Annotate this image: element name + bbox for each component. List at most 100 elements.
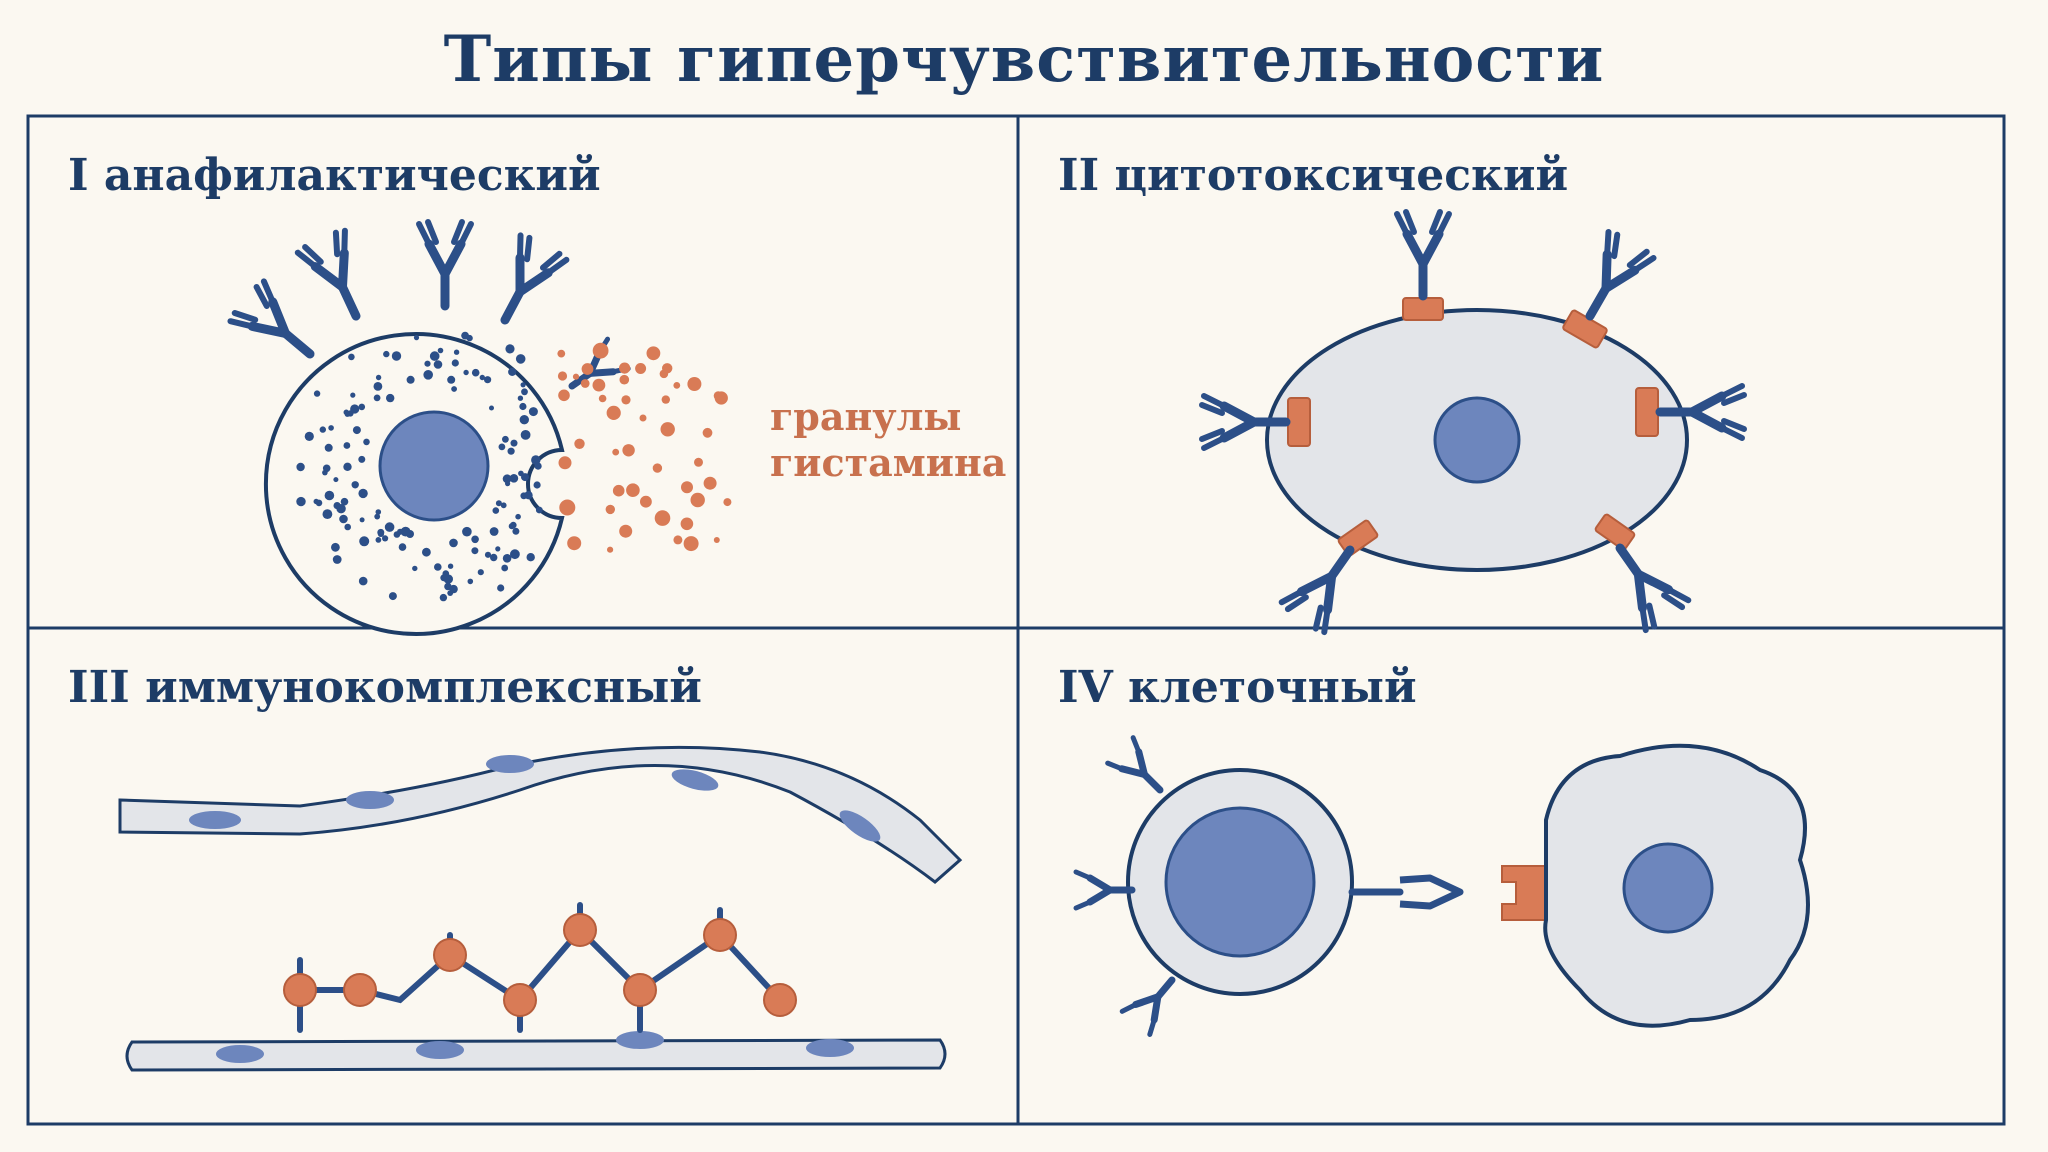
granule-dot	[443, 574, 453, 584]
granules-label-line1: гранулы	[770, 394, 962, 439]
granule-dot	[447, 375, 456, 384]
released-granule	[612, 484, 625, 497]
granule-dot	[384, 522, 395, 532]
granule-dot	[296, 462, 305, 472]
granule-dot	[388, 592, 397, 601]
granule-dot	[328, 425, 334, 431]
granule-dot	[434, 563, 442, 571]
granule-dot	[393, 531, 401, 538]
granules-label: гранулы гистамина	[770, 394, 1006, 486]
granule-dot	[348, 353, 355, 361]
released-granule	[592, 378, 606, 392]
panel-label-type-ii: II цитотоксический	[1058, 150, 1569, 201]
granule-dot	[359, 536, 370, 547]
granule-dot	[451, 386, 457, 392]
granule-dot	[423, 370, 434, 380]
granule-dot	[339, 514, 348, 524]
released-granule	[714, 391, 728, 405]
target-antigen	[1501, 865, 1547, 921]
granule-dot	[350, 404, 360, 414]
granule-dot	[497, 584, 505, 592]
granule-dot	[449, 538, 458, 548]
granule-dot	[519, 415, 529, 425]
granule-dot	[510, 439, 518, 447]
released-granule	[680, 517, 694, 531]
granule-dot	[484, 376, 492, 384]
released-granule	[687, 377, 702, 391]
granule-dot	[344, 523, 352, 531]
granule-dot	[343, 442, 351, 449]
t-cell-nucleus	[1164, 806, 1316, 958]
granule-dot	[359, 517, 365, 523]
granule-dot	[374, 513, 381, 520]
released-granule	[592, 342, 609, 359]
mast-cell	[263, 331, 565, 636]
released-granule	[652, 463, 663, 473]
granule-dot	[413, 335, 420, 341]
mast-cell-nucleus	[378, 410, 490, 522]
granule-dot	[358, 488, 368, 499]
released-granule	[574, 438, 585, 449]
granule-dot	[358, 403, 366, 411]
granule-dot	[517, 395, 524, 401]
granule-dot	[382, 535, 389, 542]
granule-dot	[515, 354, 526, 364]
granule-dot	[398, 543, 407, 551]
granule-dot	[377, 530, 385, 537]
granule-dot	[322, 464, 331, 473]
granule-dot	[400, 526, 411, 537]
granule-dot	[433, 360, 443, 369]
granule-dot	[324, 443, 333, 452]
released-granule	[673, 535, 683, 545]
granule-dot	[519, 402, 527, 411]
granule-dot	[437, 347, 444, 354]
granule-dot	[332, 555, 342, 564]
panel-label-type-iii: III иммунокомплексный	[68, 662, 702, 713]
granule-dot	[534, 462, 542, 470]
granule-dot	[375, 374, 382, 381]
released-granule	[580, 379, 590, 388]
granule-dot	[526, 553, 535, 562]
granule-dot	[358, 455, 366, 463]
granule-dot	[471, 535, 479, 544]
granule-dot	[521, 388, 528, 396]
granule-dot	[477, 569, 484, 576]
granule-dot	[462, 526, 472, 537]
granule-dot	[375, 537, 382, 543]
released-granule	[639, 414, 647, 422]
released-granule	[681, 481, 693, 494]
released-granule	[619, 374, 630, 385]
granule-dot	[502, 435, 509, 443]
granule-dot	[498, 443, 506, 451]
granule-dot	[333, 477, 339, 483]
granule-dot	[319, 426, 326, 433]
granule-dot	[373, 382, 383, 391]
granule-dot	[489, 527, 499, 536]
released-granule	[723, 498, 732, 507]
granule-dot	[363, 438, 370, 446]
vessel-lower-wall	[125, 1031, 947, 1072]
granule-dot	[467, 578, 474, 585]
released-granule	[558, 456, 572, 470]
released-granule	[567, 536, 582, 551]
released-granule	[621, 395, 631, 405]
granule-dot	[520, 492, 528, 500]
granule-dot	[315, 499, 323, 507]
granule-dot	[520, 430, 531, 440]
granule-dot	[386, 393, 395, 403]
released-granule	[559, 499, 576, 516]
released-granule	[612, 448, 620, 456]
vessel-upper-wall	[118, 745, 963, 884]
released-granule	[626, 483, 640, 498]
granule-dot	[351, 481, 359, 489]
granule-dot	[343, 462, 352, 471]
granule-dot	[492, 507, 500, 514]
granule-dot	[508, 367, 517, 376]
outer-frame	[26, 114, 2006, 1126]
granule-dot	[461, 331, 469, 340]
panel-label-type-iv: IV клеточный	[1058, 662, 1417, 713]
released-granule	[694, 457, 703, 467]
granule-dot	[515, 513, 521, 520]
tcr-receptor	[1348, 874, 1464, 910]
